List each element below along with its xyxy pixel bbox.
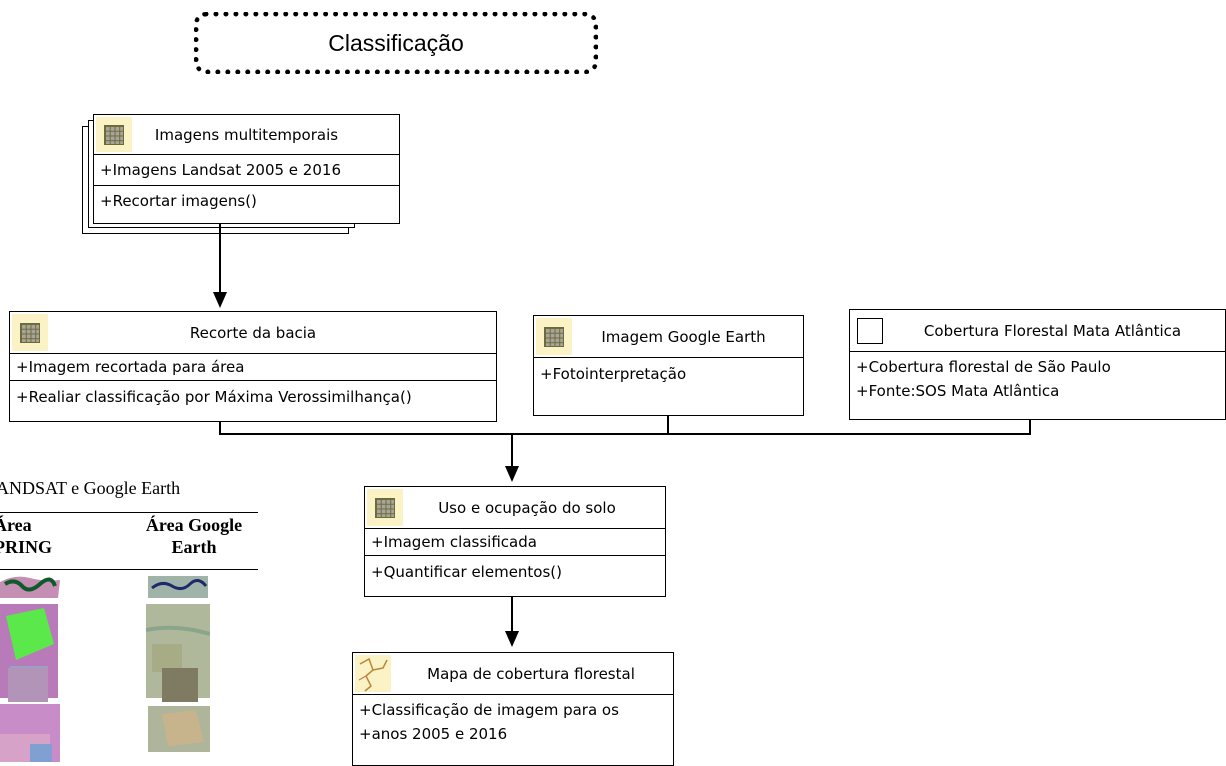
node-header: Mapa de cobertura florestal [353, 653, 673, 695]
node-title: Uso e ocupação do solo [438, 498, 616, 517]
node-title: Mapa de cobertura florestal [427, 664, 635, 683]
connector [219, 422, 221, 434]
diagram-title: Classificação [194, 12, 598, 74]
attributes-section: +Imagens Landsat 2005 e 2016 [94, 155, 399, 186]
connector [511, 433, 513, 468]
arrowhead [213, 292, 227, 308]
diagram-title-text: Classificação [328, 29, 464, 56]
node-imagem-google-earth[interactable]: Imagem Google Earth +Fotointerpretação [533, 315, 804, 416]
blank-icon [857, 317, 883, 344]
attribute: +Fonte:SOS Mata Atlântica [856, 382, 1060, 400]
attributes-section: +Cobertura florestal de São Paulo +Fonte… [850, 352, 1225, 406]
connector [511, 597, 513, 633]
operation: +Quantificar elementos() [371, 563, 563, 581]
node-recorte-da-bacia[interactable]: Recorte da bacia +Imagem recortada para … [9, 311, 497, 422]
grid-icon [104, 124, 124, 145]
map-icon [358, 657, 388, 692]
table-rule-header [0, 569, 258, 570]
attributes-section: +Classificação de imagem para os +anos 2… [353, 695, 673, 749]
grid-icon [544, 326, 564, 347]
attribute: +Fotointerpretação [540, 365, 687, 383]
satellite-thumb [0, 704, 60, 762]
satellite-thumb [0, 572, 60, 600]
class-icon [536, 318, 572, 355]
arrowhead [505, 466, 519, 482]
operation: +Realiar classificação por Máxima Veross… [16, 388, 412, 406]
node-header: Imagens multitemporais [94, 115, 399, 155]
operations-section: +Quantificar elementos() [365, 556, 665, 588]
node-cobertura-florestal[interactable]: Cobertura Florestal Mata Atlântica +Cobe… [849, 309, 1226, 420]
attribute: +Classificação de imagem para os [359, 701, 619, 719]
node-header: Imagem Google Earth [534, 316, 803, 358]
table-header-col2: Área Google Earth [145, 515, 243, 557]
attribute: +anos 2005 e 2016 [359, 725, 508, 743]
node-title: Imagens multitemporais [154, 125, 339, 144]
class-icon [355, 655, 391, 692]
table-rule-top [0, 512, 258, 513]
operation: +Recortar imagens() [100, 192, 257, 210]
class-icon [367, 489, 403, 526]
node-imagens-multitemporais[interactable]: Imagens multitemporais +Imagens Landsat … [93, 114, 400, 224]
operations-section: +Realiar classificação por Máxima Veross… [10, 381, 496, 413]
attribute: +Imagem classificada [371, 533, 537, 551]
grid-icon [20, 322, 40, 343]
connector [1029, 420, 1031, 434]
connector [219, 224, 221, 294]
satellite-thumb [162, 668, 198, 702]
connector [219, 433, 1031, 435]
satellite-thumb [148, 576, 208, 598]
connector [667, 416, 669, 434]
class-icon [96, 117, 132, 152]
operations-section: +Recortar imagens() [94, 186, 399, 216]
node-title: Imagem Google Earth [601, 327, 766, 346]
attribute: +Imagem recortada para área [16, 358, 245, 376]
attributes-section: +Imagem recortada para área [10, 354, 496, 381]
node-title: Recorte da bacia [189, 323, 317, 342]
table-caption: ANDSAT e Google Earth [0, 478, 181, 498]
node-title: Cobertura Florestal Mata Atlântica [923, 321, 1182, 340]
attributes-section: +Fotointerpretação [534, 358, 803, 390]
satellite-thumb [148, 706, 210, 752]
attribute: +Cobertura florestal de São Paulo [856, 358, 1111, 376]
arrowhead [505, 631, 519, 647]
grid-icon [375, 497, 395, 518]
satellite-thumb [8, 668, 48, 702]
node-header: Cobertura Florestal Mata Atlântica [850, 310, 1225, 352]
table-header-col1: Área PRING [0, 515, 52, 557]
node-header: Recorte da bacia [10, 312, 496, 354]
node-uso-e-ocupacao[interactable]: Uso e ocupação do solo +Imagem classific… [364, 486, 666, 597]
node-mapa-cobertura[interactable]: Mapa de cobertura florestal +Classificaç… [352, 652, 674, 766]
class-icon [12, 314, 48, 351]
attributes-section: +Imagem classificada [365, 529, 665, 556]
class-icon [852, 312, 888, 349]
attribute: +Imagens Landsat 2005 e 2016 [100, 161, 341, 179]
node-header: Uso e ocupação do solo [365, 487, 665, 529]
